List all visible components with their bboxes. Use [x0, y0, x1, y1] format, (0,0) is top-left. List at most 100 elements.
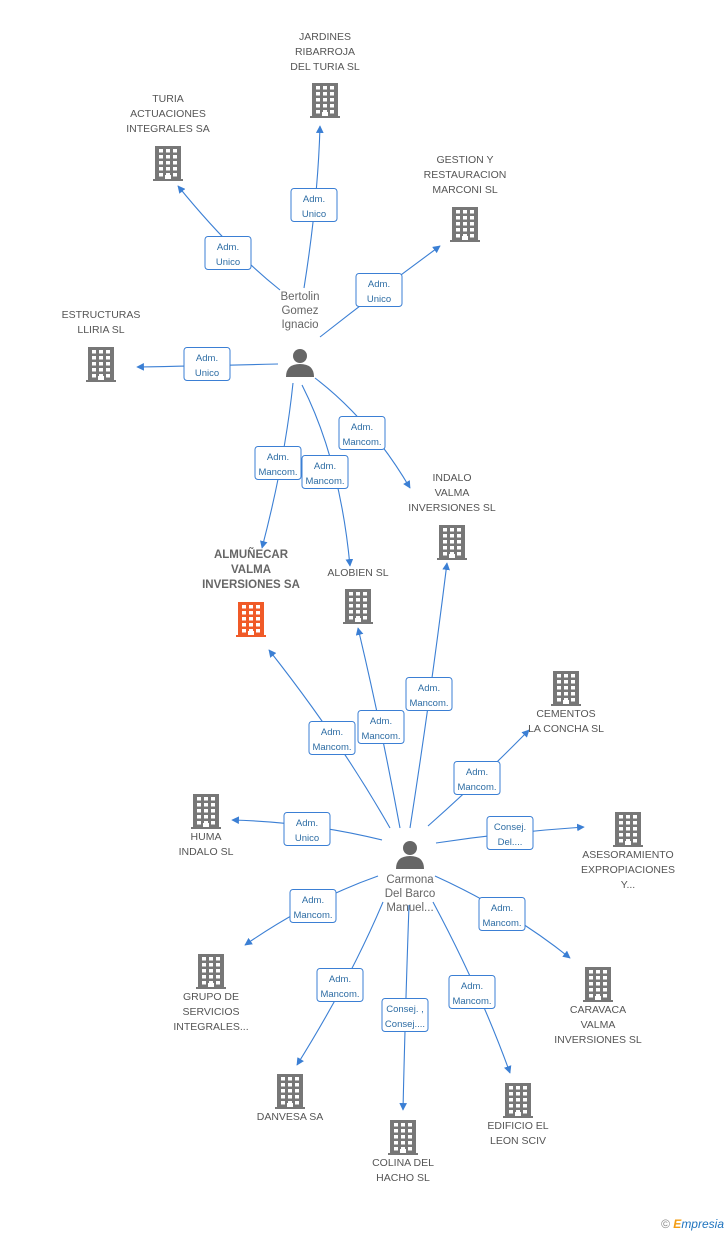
company-node-c_caravaca[interactable]: CARAVACA VALMA INVERSIONES SL	[554, 967, 642, 1046]
role-text: Adm.	[368, 279, 390, 290]
building-icon	[503, 1083, 533, 1118]
role-text: Consej....	[385, 1019, 425, 1030]
role-badge-box	[381, 998, 429, 1032]
building-icon	[613, 812, 643, 847]
company-label: RIBARROJA	[295, 46, 355, 58]
company-node-c_asesor[interactable]: ASESORAMIENTOEXPROPIACIONESY...	[581, 812, 675, 891]
role-badge[interactable]: Adm.Mancom.	[405, 677, 453, 711]
building-icon	[153, 146, 183, 181]
company-label: ALMUÑECAR	[214, 548, 289, 561]
copyright-icon: ©	[661, 1217, 670, 1231]
role-badge[interactable]: Adm.Mancom.	[289, 889, 337, 923]
role-badge-box	[357, 710, 405, 744]
company-label: Y...	[621, 879, 635, 891]
company-label: INTEGRALES SA	[126, 123, 209, 135]
role-text: Consej.	[494, 822, 526, 833]
company-node-c_gestion[interactable]: GESTION Y RESTAURACION MARCONI SL	[424, 154, 507, 242]
role-text: Adm.	[329, 974, 351, 985]
role-badge[interactable]: Adm.Mancom.	[338, 416, 386, 450]
role-text: Unico	[195, 368, 219, 379]
company-label: TURIA	[152, 93, 184, 105]
role-badge[interactable]: Adm. Unico	[290, 188, 338, 222]
company-label: GRUPO DE	[183, 991, 239, 1003]
role-text: Adm.	[370, 716, 392, 727]
role-badge-box	[405, 677, 453, 711]
company-label: CARAVACA	[570, 1004, 626, 1016]
role-text: Adm.	[303, 194, 325, 205]
role-text: Mancom.	[361, 731, 400, 742]
role-text: Adm.	[314, 461, 336, 472]
company-node-c_danvesa[interactable]: DANVESA SA	[257, 1074, 324, 1123]
role-text: Adm.	[321, 727, 343, 738]
building-icon	[551, 671, 581, 706]
role-badge-box	[486, 816, 534, 850]
role-badge[interactable]: Adm.Unico	[283, 812, 331, 846]
company-node-c_turia[interactable]: TURIA ACTUACIONES INTEGRALES SA	[126, 93, 210, 181]
role-badge[interactable]: Consej. ,Consej....	[381, 998, 429, 1032]
role-badge[interactable]: Adm.Mancom.	[301, 455, 349, 489]
role-badge[interactable]: Adm. Unico	[183, 347, 231, 381]
role-text: Unico	[302, 209, 326, 220]
company-label: INVERSIONES SA	[202, 579, 300, 591]
company-label: ESTRUCTURAS	[62, 309, 141, 321]
building-icon	[275, 1074, 305, 1109]
role-badge[interactable]: Adm.Mancom.	[308, 721, 356, 755]
role-text: Adm.	[491, 903, 513, 914]
company-label: RESTAURACION	[424, 169, 507, 181]
company-node-c_grupo[interactable]: GRUPO DESERVICIOSINTEGRALES...	[173, 954, 249, 1033]
role-badge[interactable]: Adm.Mancom.	[453, 761, 501, 795]
person-label: Gomez	[281, 305, 318, 317]
company-label: LEON SCIV	[490, 1135, 546, 1147]
role-badge[interactable]: Adm.Mancom.	[254, 446, 302, 480]
role-badge[interactable]: Adm.Unico	[204, 236, 252, 270]
role-text: Mancom.	[293, 910, 332, 921]
role-text: Adm.	[196, 353, 218, 364]
person-icon	[396, 841, 424, 869]
company-label: INVERSIONES SL	[554, 1034, 642, 1046]
company-label: INDALO	[432, 472, 471, 484]
role-badge[interactable]: Adm.Mancom.	[316, 968, 364, 1002]
role-badge-box	[283, 812, 331, 846]
company-node-c_colina[interactable]: COLINA DEL HACHO SL	[372, 1120, 434, 1184]
company-label: SERVICIOS	[183, 1006, 240, 1018]
role-text: Mancom.	[409, 698, 448, 709]
company-label: GESTION Y	[437, 154, 494, 166]
building-icon	[310, 83, 340, 118]
role-badge[interactable]: Adm. Mancom.	[357, 710, 405, 744]
role-text: Unico	[295, 833, 319, 844]
company-label: VALMA	[581, 1019, 616, 1031]
role-badge[interactable]: Consej.Del....	[486, 816, 534, 850]
company-label: HACHO SL	[376, 1172, 430, 1184]
role-badge-box	[301, 455, 349, 489]
role-badge-box	[453, 761, 501, 795]
brand-footer: © Empresia	[661, 1217, 724, 1231]
company-label: COLINA DEL	[372, 1157, 434, 1169]
company-label: HUMA	[191, 831, 222, 843]
company-label: EXPROPIACIONES	[581, 864, 675, 876]
role-badge[interactable]: Adm.Unico	[355, 273, 403, 307]
building-icon	[343, 589, 373, 624]
company-label: MARCONI SL	[432, 184, 498, 196]
role-badge-box	[204, 236, 252, 270]
company-label: DEL TURIA SL	[290, 61, 360, 73]
role-text: Adm.	[466, 767, 488, 778]
company-label: ACTUACIONES	[130, 108, 206, 120]
building-icon	[583, 967, 613, 1002]
company-node-c_alobien[interactable]: ALOBIEN SL	[327, 567, 389, 624]
role-badge[interactable]: Adm.Mancom.	[478, 897, 526, 931]
person-label: Manuel...	[386, 902, 433, 914]
role-text: Mancom.	[452, 996, 491, 1007]
role-badge[interactable]: Adm.Mancom.	[448, 975, 496, 1009]
building-icon	[437, 525, 467, 560]
